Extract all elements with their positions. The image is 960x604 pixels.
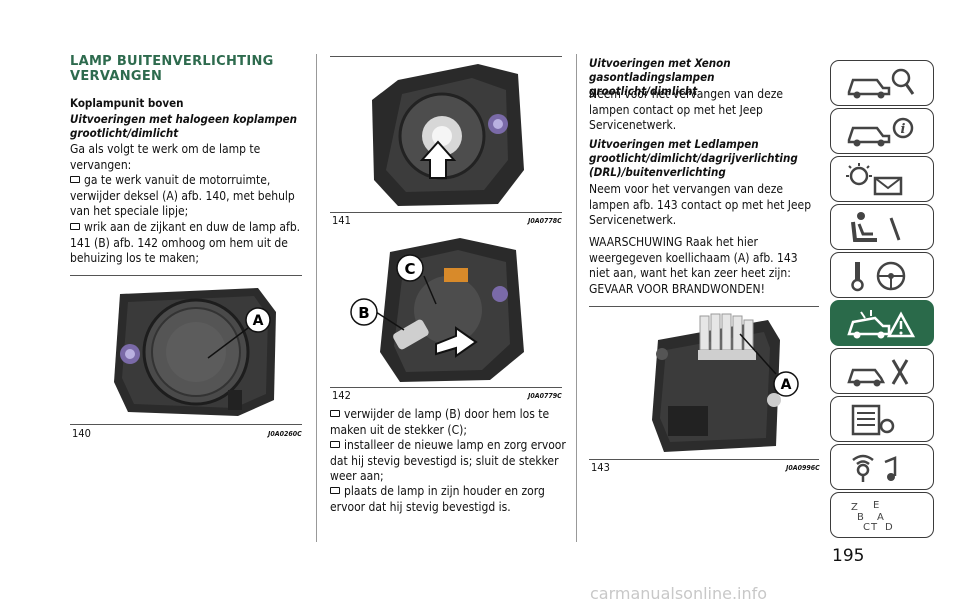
- led-heading: Uitvoeringen met Ledlampen grootlicht/di…: [589, 137, 798, 179]
- svg-text:A: A: [877, 512, 884, 523]
- subhead-halogen: Uitvoeringen met halogeen koplampen groo…: [70, 112, 298, 140]
- figure-143-code: J0A0996C: [786, 464, 820, 472]
- car-search-icon: [847, 68, 915, 99]
- callout-a: A: [781, 377, 792, 393]
- intro-text: Ga als volgt te werk om de lamp te verva…: [70, 142, 261, 172]
- car-info-icon: i: [847, 117, 914, 147]
- car-tools-icon: [847, 359, 909, 387]
- callout-b: B: [358, 304, 369, 322]
- figure-top-rule: [70, 275, 302, 276]
- figure-141-rule: [330, 212, 562, 213]
- column-divider: [316, 54, 317, 542]
- svg-text:Z: Z: [851, 502, 858, 513]
- svg-text:E: E: [873, 500, 879, 511]
- callout-a: A: [253, 313, 264, 329]
- step-2: wrik aan de zijkant en duw de lamp afb. …: [70, 220, 301, 265]
- car-breakdown-icon: [847, 310, 916, 339]
- tab-warning-lights[interactable]: [830, 156, 934, 202]
- media-icon: [852, 454, 897, 482]
- figure-143-photo: A: [648, 310, 812, 456]
- bullet-icon: [330, 487, 340, 494]
- svg-text:D: D: [885, 522, 893, 533]
- svg-text:T: T: [870, 522, 878, 533]
- svg-text:i: i: [901, 122, 906, 137]
- tab-seats-safety[interactable]: [830, 204, 934, 250]
- figure-140-number: 140: [72, 427, 91, 440]
- step-1: ga te werk vanuit de motorruimte, verwij…: [70, 173, 295, 218]
- xenon-text: Neem voor het vervangen van deze lampen …: [589, 87, 784, 132]
- figure-140-code: J0A0260C: [268, 430, 302, 438]
- figure-140-rule: [70, 424, 302, 425]
- key-steering-wheel-icon: [851, 261, 906, 292]
- led-text: Neem voor het vervangen van deze lampen …: [589, 182, 812, 227]
- figure-142-photo: C B: [340, 232, 536, 384]
- bullet-icon: [70, 176, 80, 183]
- tab-emergency[interactable]: [830, 300, 934, 346]
- figure-143-top-rule: [589, 306, 819, 307]
- tab-technical-data[interactable]: [830, 396, 934, 442]
- step-5: plaats de lamp in zijn houder en zorg er…: [330, 484, 545, 514]
- figure-143-rule: [589, 459, 819, 460]
- figure-142-number: 142: [332, 389, 351, 402]
- step-3: verwijder de lamp (B) door hem los te ma…: [330, 407, 550, 437]
- figure-142-rule: [330, 387, 562, 388]
- seat-person-icon: [851, 212, 901, 242]
- step-4: installeer de nieuwe lamp en zorg ervoor…: [330, 438, 566, 483]
- figure-141-number: 141: [332, 214, 351, 227]
- callout-c: C: [404, 260, 415, 278]
- tab-servicing[interactable]: [830, 348, 934, 394]
- section-title: LAMP BUITENVERLICHTING VERVANGEN: [70, 54, 274, 84]
- page-number: 195: [832, 546, 865, 566]
- tab-starting-driving[interactable]: [830, 252, 934, 298]
- alphabet-index-icon: Z E B A C D T: [851, 500, 893, 533]
- subhead: Koplampunit boven: [70, 96, 184, 110]
- bullet-icon: [330, 441, 340, 448]
- svg-text:B: B: [857, 512, 864, 523]
- warning-light-envelope-icon: [846, 163, 903, 196]
- tab-car-info[interactable]: i: [830, 108, 934, 154]
- figure-142-code: J0A0779C: [528, 392, 562, 400]
- figure-141-top-rule: [330, 56, 562, 57]
- figure-141-photo: [368, 60, 528, 208]
- warning-text: WAARSCHUWING Raak het hier weergegeven k…: [589, 235, 798, 296]
- figure-141-code: J0A0778C: [528, 217, 562, 225]
- xenon-heading: Uitvoeringen met Xenon gasontladingslamp…: [589, 56, 731, 98]
- tab-index[interactable]: Z E B A C D T: [830, 492, 934, 538]
- watermark: carmanualsonline.info: [590, 584, 768, 603]
- tab-car-search[interactable]: [830, 60, 934, 106]
- bullet-icon: [330, 410, 340, 417]
- bullet-icon: [70, 223, 80, 230]
- tab-multimedia[interactable]: [830, 444, 934, 490]
- svg-text:C: C: [863, 522, 870, 533]
- column-divider: [576, 54, 577, 542]
- figure-140-photo: A: [108, 282, 280, 422]
- spec-list-icon: [851, 404, 895, 436]
- figure-143-number: 143: [591, 461, 610, 474]
